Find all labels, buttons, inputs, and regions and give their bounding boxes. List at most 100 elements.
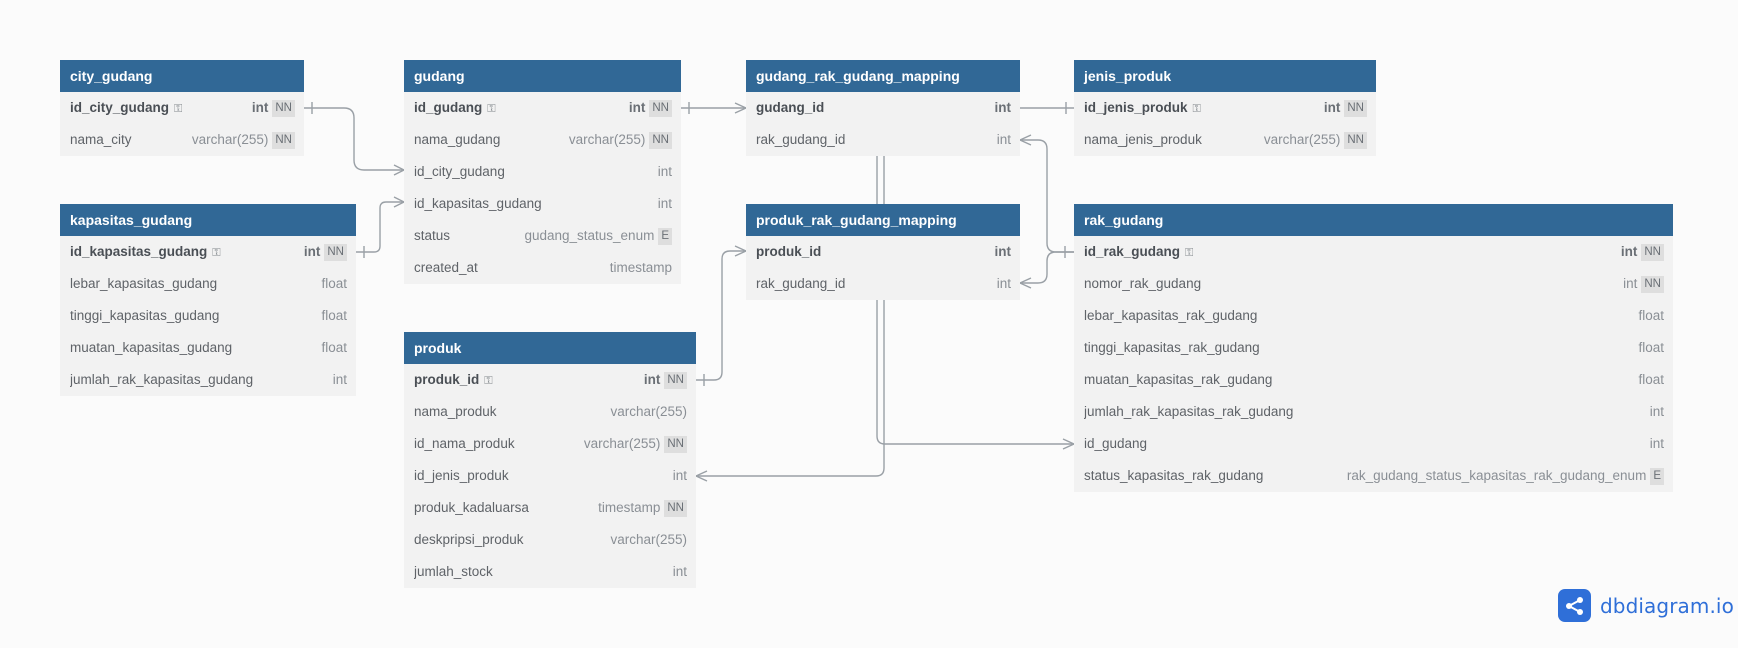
field-name-cell: id_rak_gudang ⚿ <box>1084 236 1611 269</box>
field-name: id_city_gudang <box>70 99 170 115</box>
field-name: deskpripsi_produk <box>414 532 524 547</box>
field-row[interactable]: tinggi_kapasitas_gudang float <box>60 300 356 332</box>
table-header[interactable]: gudang_rak_gudang_mapping <box>746 60 1020 92</box>
field-type: int <box>1623 276 1638 291</box>
not-null-badge: NN <box>272 131 295 149</box>
field-type: float <box>321 340 347 355</box>
field-name-cell: gudang_id <box>756 92 985 124</box>
field-name-cell: nama_city <box>70 124 182 156</box>
field-name: rak_gudang_id <box>756 276 846 291</box>
enum-badge: E <box>1650 467 1664 485</box>
field-name: nomor_rak_gudang <box>1084 276 1202 291</box>
ref-gudang-mapping-many <box>734 102 747 114</box>
table-header[interactable]: gudang <box>404 60 681 92</box>
field-name: muatan_kapasitas_gudang <box>70 340 233 355</box>
field-name-cell: id_city_gudang⚿ <box>70 92 242 125</box>
field-name: lebar_kapasitas_gudang <box>70 276 218 291</box>
field-name: id_jenis_produk <box>1084 99 1188 115</box>
field-type: int <box>672 564 687 579</box>
field-name-cell: id_gudang⚿ <box>414 92 619 125</box>
field-name-cell: jumlah_rak_kapasitas_gudang <box>70 364 323 396</box>
field-name: status <box>414 228 451 243</box>
field-name: id_rak_gudang <box>1084 243 1181 259</box>
table-header[interactable]: jenis_produk <box>1074 60 1376 92</box>
field-type: int <box>251 100 269 115</box>
field-type: float <box>1638 372 1664 387</box>
primary-key-icon: ⚿ <box>487 102 496 115</box>
field-type: int <box>657 164 672 179</box>
ref-rak-mapping2 <box>1020 251 1074 284</box>
ref-rak-mapping2-many <box>1019 277 1032 289</box>
table-header[interactable]: city_gudang <box>60 60 304 92</box>
table-header[interactable]: produk <box>404 332 696 364</box>
field-type: int <box>303 244 321 259</box>
table-header[interactable]: rak_gudang <box>1074 204 1673 236</box>
field-name: id_gudang <box>1084 436 1148 451</box>
ref-city-gudang <box>304 107 404 171</box>
field-name: tinggi_kapasitas_rak_gudang <box>1084 340 1260 355</box>
primary-key-icon: ⚿ <box>1185 246 1194 259</box>
field-name: status_kapasitas_rak_gudang <box>1084 468 1264 483</box>
field-row[interactable]: muatan_kapasitas_gudang float <box>60 332 356 364</box>
field-row[interactable]: id_city_gudang int <box>404 156 681 188</box>
field-name-cell: nomor_rak_gudang <box>1084 268 1613 300</box>
ref-city-gudang-many <box>393 164 405 176</box>
not-null-badge: NN <box>649 99 672 117</box>
field-name: created_at <box>414 260 478 275</box>
field-name: nama_jenis_produk <box>1084 132 1202 147</box>
field-name-cell: produk_kadaluarsa <box>414 492 588 524</box>
enum-badge: E <box>658 227 672 245</box>
table-header[interactable]: kapasitas_gudang <box>60 204 356 236</box>
field-name: id_jenis_produk <box>414 468 509 483</box>
field-name-cell: nama_produk <box>414 396 600 428</box>
dbdiagram-brand[interactable]: dbdiagram.io <box>1558 589 1734 622</box>
table-header[interactable]: produk_rak_gudang_mapping <box>746 204 1020 236</box>
field-type: float <box>321 308 347 323</box>
field-name-cell: id_city_gudang <box>414 156 648 188</box>
not-null-badge: NN <box>664 371 687 389</box>
field-name-cell: tinggi_kapasitas_gudang <box>70 300 311 332</box>
field-type: int <box>657 196 672 211</box>
field-name-cell: jumlah_rak_kapasitas_rak_gudang <box>1084 396 1640 428</box>
